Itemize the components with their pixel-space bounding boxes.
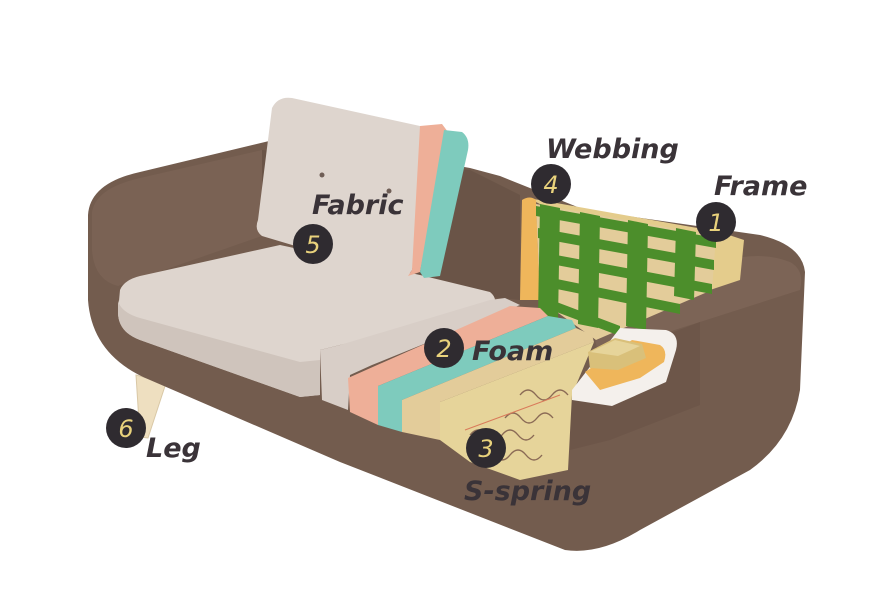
callout-2: 2 Foam bbox=[424, 328, 553, 368]
seat-cushion-left bbox=[118, 245, 495, 397]
label-fabric: Fabric bbox=[312, 190, 403, 221]
callout-number-6: 6 bbox=[118, 415, 133, 443]
callout-5: 5 Fabric bbox=[293, 190, 403, 264]
webbing-strap-vertical bbox=[578, 212, 600, 328]
webbing-strap-vertical bbox=[626, 220, 648, 330]
label-s-spring: S-spring bbox=[464, 476, 591, 507]
callout-number-2: 2 bbox=[436, 335, 451, 363]
callout-4: 4 Webbing bbox=[531, 134, 679, 204]
label-frame: Frame bbox=[714, 171, 807, 202]
label-leg: Leg bbox=[146, 433, 201, 464]
webbing-strap-vertical bbox=[674, 228, 696, 300]
callout-1: 1 Frame bbox=[696, 171, 807, 242]
callout-number-4: 4 bbox=[543, 171, 558, 199]
callout-3: 3 S-spring bbox=[464, 428, 591, 507]
label-foam: Foam bbox=[472, 336, 553, 367]
webbing-strap-vertical bbox=[538, 204, 560, 320]
callout-number-3: 3 bbox=[478, 435, 493, 463]
callout-number-1: 1 bbox=[708, 209, 723, 237]
webbing bbox=[536, 204, 716, 340]
arm-cutaway bbox=[572, 328, 677, 406]
callout-number-5: 5 bbox=[305, 231, 320, 259]
callout-6: 6 Leg bbox=[106, 408, 201, 464]
label-webbing: Webbing bbox=[546, 134, 679, 165]
